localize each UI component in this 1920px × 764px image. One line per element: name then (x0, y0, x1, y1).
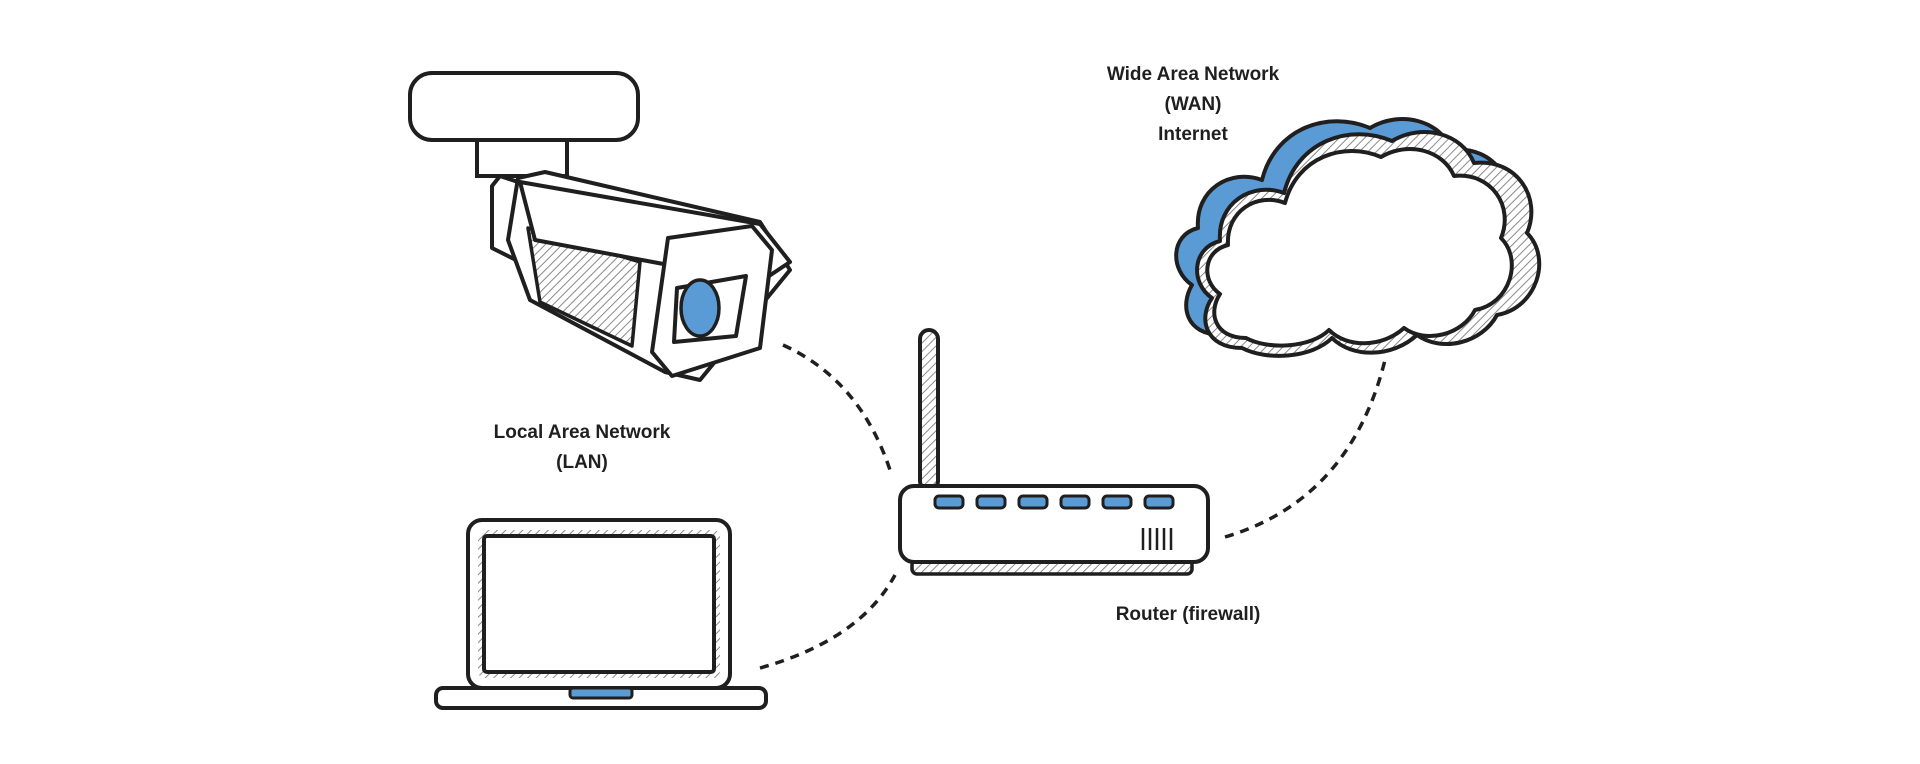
router-led-1 (933, 494, 965, 510)
cloud-icon (1174, 117, 1542, 358)
router-label-text: Router (firewall) (1115, 604, 1261, 625)
laptop-icon (434, 518, 768, 710)
wan-label-line3: Internet (1158, 124, 1228, 145)
connection-router-cloud (1224, 359, 1387, 539)
router-led-3 (1017, 494, 1049, 510)
connection-camera-router (782, 343, 892, 471)
router-label: Router (firewall) (1048, 600, 1328, 630)
lan-label-line2: (LAN) (556, 452, 608, 473)
wan-label-line2: (WAN) (1164, 94, 1222, 115)
router-led-4 (1059, 494, 1091, 510)
lan-label-line1: Local Area Network (493, 422, 671, 443)
router-led-5 (1101, 494, 1133, 510)
lan-label: Local Area Network (LAN) (452, 418, 712, 478)
router-led-2 (975, 494, 1007, 510)
connection-laptop-router (759, 574, 897, 670)
security-camera-icon (408, 71, 792, 382)
wan-label: Wide Area Network (WAN) Internet (1058, 60, 1328, 150)
wan-label-line1: Wide Area Network (1106, 64, 1280, 85)
router-led-6 (1143, 494, 1175, 510)
router-icon (898, 328, 1210, 576)
